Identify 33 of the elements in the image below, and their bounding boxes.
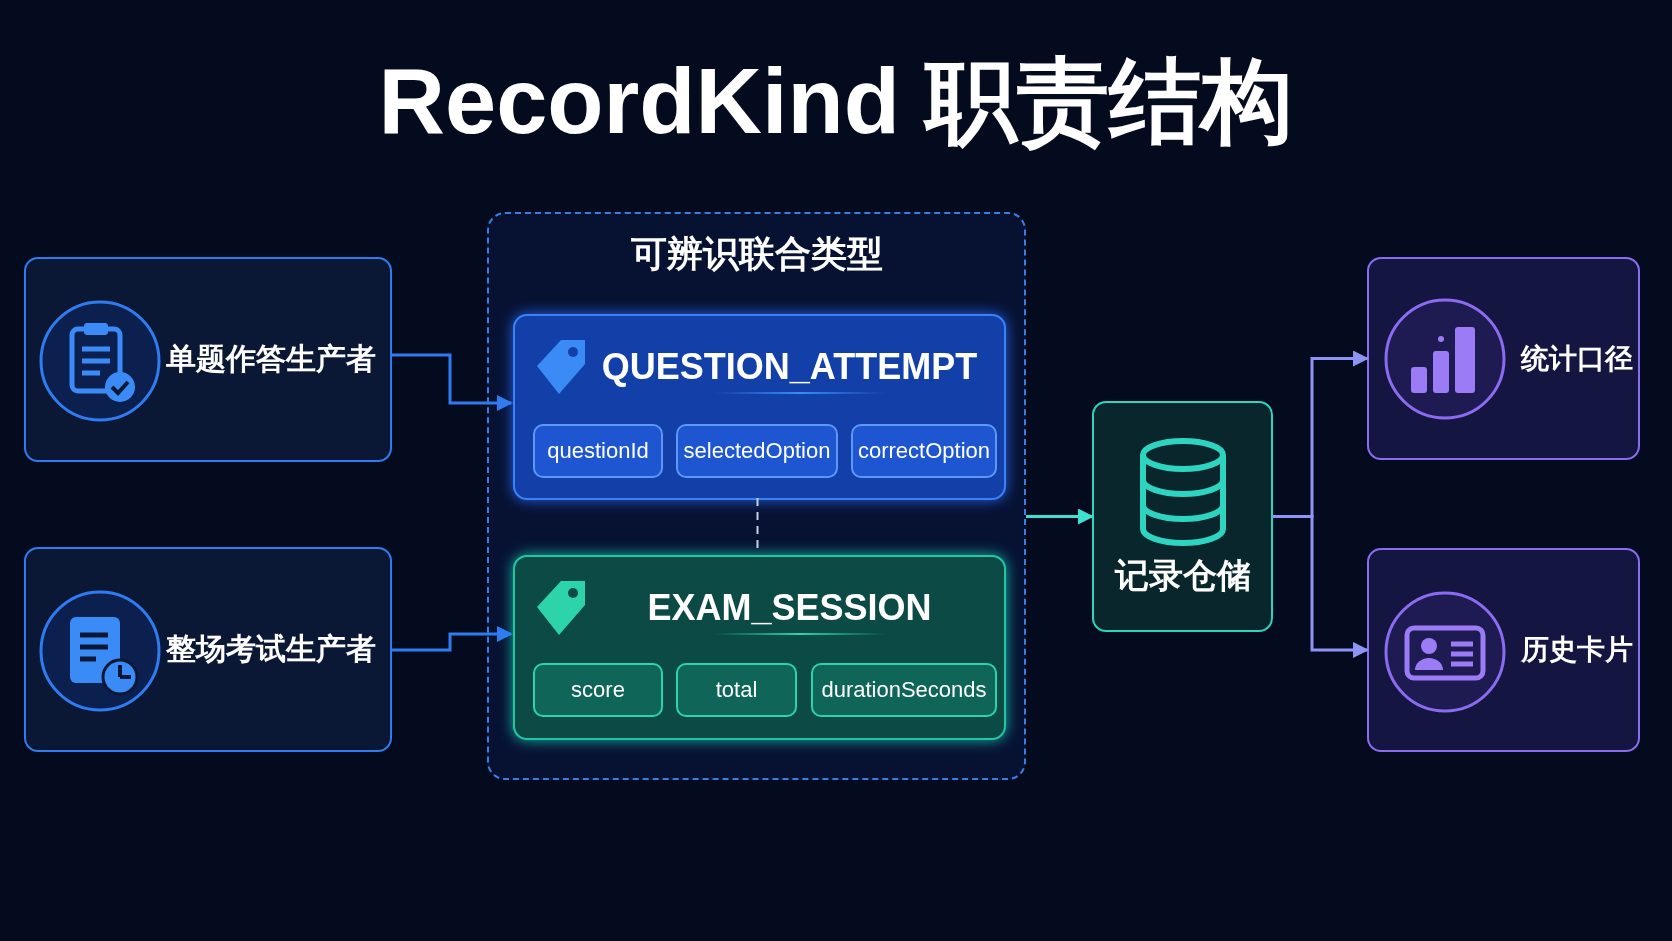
type-box	[513, 555, 1006, 740]
field-chip	[676, 424, 838, 478]
producer-box	[24, 547, 392, 752]
type-box	[513, 314, 1006, 500]
field-label: questionId	[547, 438, 649, 464]
storage-box	[1092, 401, 1273, 632]
arrow	[1273, 515, 1369, 658]
field-label: selectedOption	[683, 438, 831, 464]
box-label: 统计口径	[1521, 341, 1633, 376]
group-frame	[487, 212, 1026, 780]
arrow	[392, 626, 513, 652]
consumer-box	[1367, 257, 1640, 460]
field-chip	[676, 663, 797, 717]
field-chip	[851, 424, 997, 478]
field-label: durationSeconds	[821, 677, 987, 703]
field-chip	[811, 663, 997, 717]
group-heading: 可辨识联合类型	[630, 232, 883, 276]
box-label: EXAM_SESSION	[647, 587, 932, 629]
field-label: score	[571, 677, 625, 703]
arrow	[392, 353, 513, 411]
field-label: correctOption	[857, 438, 991, 464]
field-label: total	[715, 677, 758, 703]
box-label: 记录仓储	[1114, 555, 1251, 596]
box-label: 单题作答生产者	[166, 341, 376, 377]
title: RecordKind 职责结构	[378, 50, 1294, 152]
box-label: 整场考试生产者	[166, 631, 376, 667]
producer-box	[24, 257, 392, 462]
field-chip	[533, 663, 663, 717]
consumer-box	[1367, 548, 1640, 752]
box-label: 历史卡片	[1521, 633, 1633, 667]
arrow	[1026, 508, 1094, 525]
box-label: QUESTION_ATTEMPT	[601, 346, 978, 388]
field-chip	[533, 424, 663, 478]
